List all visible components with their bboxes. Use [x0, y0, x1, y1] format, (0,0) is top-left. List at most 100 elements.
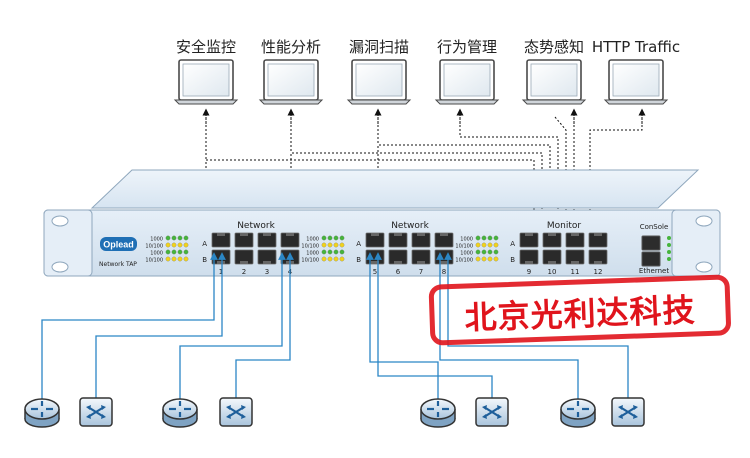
port-led — [493, 249, 499, 255]
laptop-icon — [173, 59, 239, 105]
port-led — [321, 256, 327, 262]
network-cable — [444, 252, 629, 408]
brand-logo: Oplead Network TAP — [99, 237, 137, 268]
port-number: 11 — [571, 268, 580, 276]
port-group-title: Network — [391, 221, 429, 231]
speed-label: 10/100 — [455, 258, 473, 264]
network-cable — [179, 252, 286, 402]
port-led — [321, 235, 327, 241]
rack-hole — [51, 215, 69, 227]
status-led — [667, 236, 671, 240]
speed-label: 10/100 — [145, 244, 163, 250]
port-led — [493, 235, 499, 241]
port-clip — [594, 233, 602, 236]
row-letter: B — [356, 256, 361, 264]
status-led — [667, 250, 671, 254]
switch-icon — [475, 397, 509, 427]
speed-label: 1000 — [460, 237, 473, 243]
port-clip — [417, 233, 425, 236]
network-devices — [24, 397, 645, 428]
speed-label: 1000 — [306, 237, 319, 243]
port-number: 7 — [419, 268, 423, 276]
port-clip — [371, 233, 379, 236]
port-led — [475, 235, 481, 241]
port-led — [333, 249, 339, 255]
speed-label: 10/100 — [301, 258, 319, 264]
port-led — [165, 235, 171, 241]
stamp-text: 北京光利达科技 — [464, 291, 696, 337]
port-clip — [263, 261, 271, 264]
port-clip — [548, 233, 556, 236]
laptop-icon — [258, 59, 324, 105]
monitor-label: HTTP Traffic — [592, 38, 680, 56]
port-led — [487, 242, 493, 248]
port-clip — [371, 261, 379, 264]
port-led — [339, 235, 345, 241]
port-led — [165, 256, 171, 262]
port-number: 3 — [265, 268, 269, 276]
port-led — [165, 249, 171, 255]
port-number: 8 — [442, 268, 446, 276]
network-cable — [366, 252, 439, 402]
row-letter: A — [510, 240, 515, 248]
port-led — [165, 242, 171, 248]
port-led — [339, 249, 345, 255]
port-led — [183, 235, 189, 241]
rack-hole — [695, 261, 713, 273]
ethernet-label: Ethernet — [639, 267, 669, 275]
network-cable — [41, 252, 218, 402]
port-led — [487, 256, 493, 262]
row-letter: B — [202, 256, 207, 264]
port-panel: 100010/100100010/100100010/100100010/100… — [145, 221, 608, 276]
port-led — [183, 249, 189, 255]
port-number: 12 — [594, 268, 603, 276]
port-led — [339, 242, 345, 248]
port-led — [327, 256, 333, 262]
monitor-label: 漏洞扫描 — [349, 38, 409, 56]
speed-label: 10/100 — [455, 244, 473, 250]
port-number: 2 — [242, 268, 246, 276]
laptop-icon — [346, 59, 412, 105]
network-cable — [235, 252, 294, 408]
company-stamp: 北京光利达科技 — [428, 274, 731, 346]
console-port-group: ConSole Ethernet — [639, 223, 671, 275]
port-clip — [286, 233, 294, 236]
mirror-line — [554, 116, 567, 218]
port-led — [481, 249, 487, 255]
port-led — [327, 242, 333, 248]
brand-name: Oplead — [103, 240, 134, 250]
port-clip — [594, 261, 602, 264]
device-model: Network TAP — [99, 261, 137, 268]
port-number: 5 — [373, 268, 377, 276]
port-clip — [394, 261, 402, 264]
port-led — [321, 249, 327, 255]
rack-hole — [51, 261, 69, 273]
port-led — [481, 242, 487, 248]
port-number: 9 — [527, 268, 531, 276]
speed-label: 1000 — [460, 251, 473, 257]
port-clip — [263, 233, 271, 236]
port-led — [177, 249, 183, 255]
port-group-title: Network — [237, 221, 275, 231]
router-icon — [560, 398, 596, 428]
port-led — [493, 256, 499, 262]
speed-label: 10/100 — [145, 258, 163, 264]
port-led — [493, 242, 499, 248]
port-clip — [571, 233, 579, 236]
port-led — [171, 235, 177, 241]
port-led — [333, 256, 339, 262]
port-number: 1 — [219, 268, 223, 276]
network-cable — [374, 252, 493, 408]
port-number: 10 — [548, 268, 557, 276]
switch-icon — [219, 397, 253, 427]
port-led — [171, 256, 177, 262]
monitor-label: 行为管理 — [437, 38, 497, 56]
ethernet-port — [641, 251, 661, 267]
port-clip — [394, 233, 402, 236]
port-led — [333, 235, 339, 241]
router-icon — [162, 398, 198, 428]
port-led — [177, 256, 183, 262]
monitor-label: 性能分析 — [261, 38, 321, 56]
laptop-icon — [603, 59, 669, 105]
monitor-label: 安全监控 — [176, 38, 236, 56]
